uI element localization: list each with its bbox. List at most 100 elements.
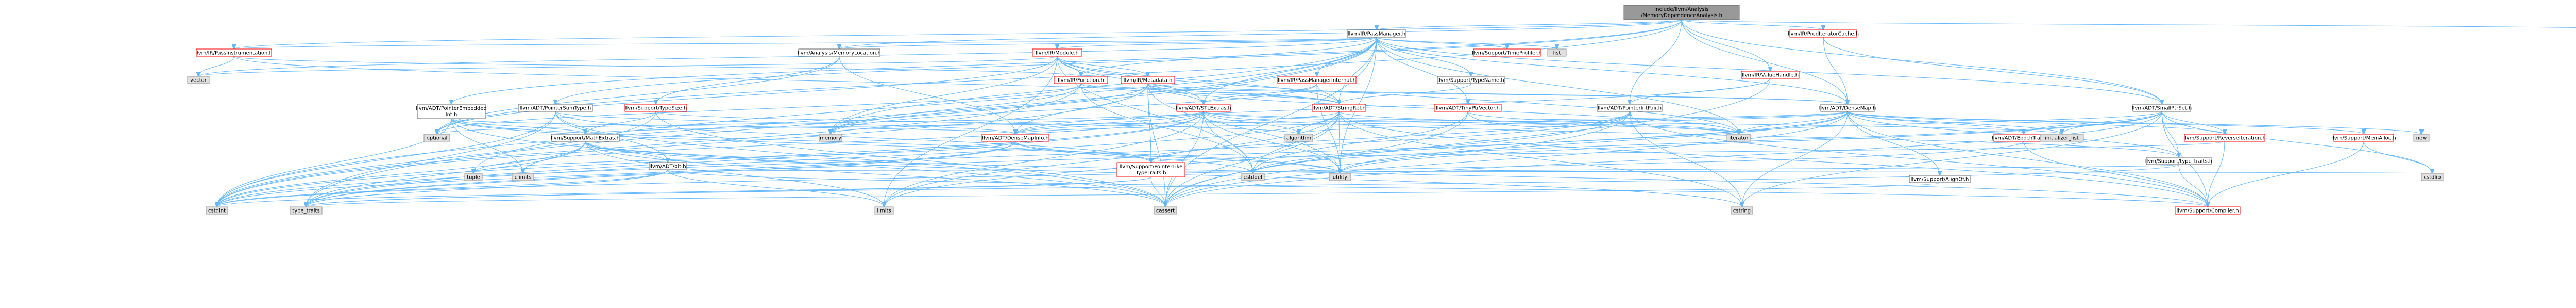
edge-passinstr-to-function [233, 56, 1081, 76]
edge-root-to-passinstr [234, 19, 1682, 49]
node-box [1347, 29, 1406, 38]
node-optional: optional [423, 134, 450, 142]
node-compiler[interactable]: llvm/Support/Compiler.h [2175, 206, 2241, 215]
edge-stlextras-to-densemapinfo [1015, 111, 1204, 134]
edge-stlextras-to-initlist [1203, 111, 2062, 134]
node-tuple: tuple [464, 173, 483, 181]
edge-ptrembedded-to-mathextras [451, 118, 585, 134]
node-label: llvm/ADT/TinyPtrVector.h [1436, 106, 1500, 111]
node-label: llvm/Support/TimeProfiler.h [1472, 51, 1542, 56]
node-ptrpair[interactable]: llvm/ADT/PointerIntPair.h [1597, 104, 1663, 112]
node-memalloc[interactable]: llvm/Support/MemAlloc.h [2331, 134, 2396, 142]
node-metadata[interactable]: llvm/IR/Metadata.h [1121, 76, 1175, 84]
node-box [551, 134, 620, 142]
node-box [1437, 76, 1505, 84]
node-mathextras[interactable]: llvm/Support/MathExtras.h [551, 134, 620, 142]
node-alignof[interactable]: llvm/Support/AlignOf.h [1909, 175, 1971, 183]
node-label: llvm/ADT/STLExtras.h [1176, 106, 1231, 111]
edge-ptrsum-to-cassert [555, 111, 1165, 207]
node-stlextras[interactable]: llvm/ADT/STLExtras.h [1176, 104, 1231, 112]
edge-passmanager-to-vector [198, 37, 1377, 76]
node-box [2421, 173, 2444, 181]
edge-passmanager-to-pmint [1317, 37, 1377, 76]
node-iterator: iterator [1726, 134, 1751, 142]
node-label: tuple [467, 175, 480, 181]
node-passinstr[interactable]: llvm/IR/PassInstrumentation.h [195, 48, 273, 57]
node-pmint[interactable]: llvm/IR/PassManagerInternal.h [1277, 76, 1357, 84]
edge-metadata-to-cstdint [217, 83, 1148, 207]
edge-function-to-cstdint [217, 83, 1081, 207]
edge-densemapinfo-to-typetraitsstd [306, 141, 1016, 207]
node-ptrsum[interactable]: llvm/ADT/PointerSumType.h [518, 104, 593, 112]
dependency-nodes: include/llvm/Analysis/MemoryDependenceAn… [187, 5, 2444, 215]
node-revit[interactable]: llvm/Support/ReverseIteration.h [2183, 134, 2266, 142]
edge-passmanager-to-memory [831, 37, 1377, 134]
node-box [1820, 104, 1875, 112]
edge-function-to-densemap [1080, 83, 1848, 104]
edge-densemapinfo-to-utility [1015, 141, 1340, 173]
node-stringref[interactable]: llvm/ADT/StringRef.h [1312, 104, 1366, 112]
node-function[interactable]: llvm/IR/Function.h [1054, 76, 1108, 84]
node-densemap[interactable]: llvm/ADT/DenseMap.h [1819, 104, 1876, 112]
node-box [2132, 104, 2191, 112]
edge-passmanager-to-memloc [839, 37, 1377, 49]
edge-metadata-to-densemap [1147, 83, 1848, 104]
dependency-edges [198, 19, 2576, 207]
node-box [819, 134, 842, 142]
node-typetraitsstd: type_traits [290, 206, 323, 215]
node-valuehandle[interactable]: llvm/IR/ValueHandle.h [1741, 71, 1800, 79]
node-densemapinfo[interactable]: llvm/ADT/DenseMapInfo.h [981, 134, 1049, 142]
node-label: llvm/ADT/PointerIntPair.h [1598, 106, 1662, 111]
node-box [512, 173, 534, 181]
edge-stringref-to-cassert [1165, 111, 1340, 207]
edge-module-to-memory [831, 56, 1058, 134]
edge-smallptrset-to-iterator [1739, 111, 2162, 134]
edge-valuehandle-to-cassert [1165, 78, 1771, 207]
edge-root-to-preditercache [1681, 19, 1823, 30]
node-box [1473, 48, 1541, 57]
node-box [423, 134, 450, 142]
node-label: Int.h [446, 112, 457, 118]
node-box [196, 48, 272, 57]
edge-metadata-to-memory [831, 83, 1148, 134]
edge-ptrpair-to-ptrliketraits [1151, 111, 1630, 163]
edge-smallptrset-to-cstring [1742, 111, 2162, 207]
edge-stlextras-to-utility [1203, 111, 1340, 173]
node-label: llvm/Support/Compiler.h [2176, 208, 2239, 214]
node-tinyptr[interactable]: llvm/ADT/TinyPtrVector.h [1434, 104, 1502, 112]
node-smallptrset[interactable]: llvm/ADT/SmallPtrSet.h [2132, 104, 2192, 112]
node-box [798, 48, 880, 57]
node-label: llvm/Support/AlignOf.h [1911, 177, 1969, 183]
edge-stlextras-to-cstdint [217, 111, 1204, 207]
edge-root-to-ptrsum [555, 19, 1682, 104]
node-box [417, 104, 486, 119]
node-timeprofiler[interactable]: llvm/Support/TimeProfiler.h [1472, 48, 1542, 57]
node-passmanager[interactable]: llvm/IR/PassManager.h [1347, 29, 1406, 38]
node-typetraits[interactable]: llvm/Support/type_traits.h [2145, 157, 2212, 165]
node-box [1731, 206, 1753, 215]
node-module[interactable]: llvm/IR/Module.h [1032, 48, 1082, 57]
node-root[interactable]: include/llvm/Analysis/MemoryDependenceAn… [1623, 5, 1740, 20]
edge-densemapinfo-to-cstddef [1015, 141, 1253, 173]
node-box [624, 104, 687, 112]
node-preditercache[interactable]: llvm/IR/PredIteratorCache.h [1788, 29, 1859, 38]
edge-mathextras-to-cassert [585, 141, 1165, 207]
edge-function-to-stringref [1080, 83, 1339, 104]
node-label: llvm/Support/PointerLike [1120, 164, 1183, 170]
node-memloc[interactable]: llvm/Analysis/MemoryLocation.h [798, 48, 881, 57]
node-box [290, 206, 323, 215]
edge-metadata-to-stlextras [1147, 83, 1204, 104]
node-label: list [1553, 51, 1561, 56]
edge-passmanager-to-timeprofiler [1376, 37, 1507, 49]
node-label: llvm/ADT/PointerSumType.h [520, 106, 591, 111]
node-bit[interactable]: llvm/ADT/bit.h [649, 162, 687, 170]
edge-densemap-to-iterator [1739, 111, 1848, 134]
edge-passmanager-to-densemap [1376, 37, 1848, 104]
node-limits: limits [874, 206, 894, 215]
node-label: type_traits [292, 208, 319, 214]
node-typename[interactable]: llvm/Support/TypeName.h [1437, 76, 1505, 84]
edge-passinstr-to-stringref [233, 56, 1339, 104]
node-typesize[interactable]: llvm/Support/TypeSize.h [624, 104, 687, 112]
